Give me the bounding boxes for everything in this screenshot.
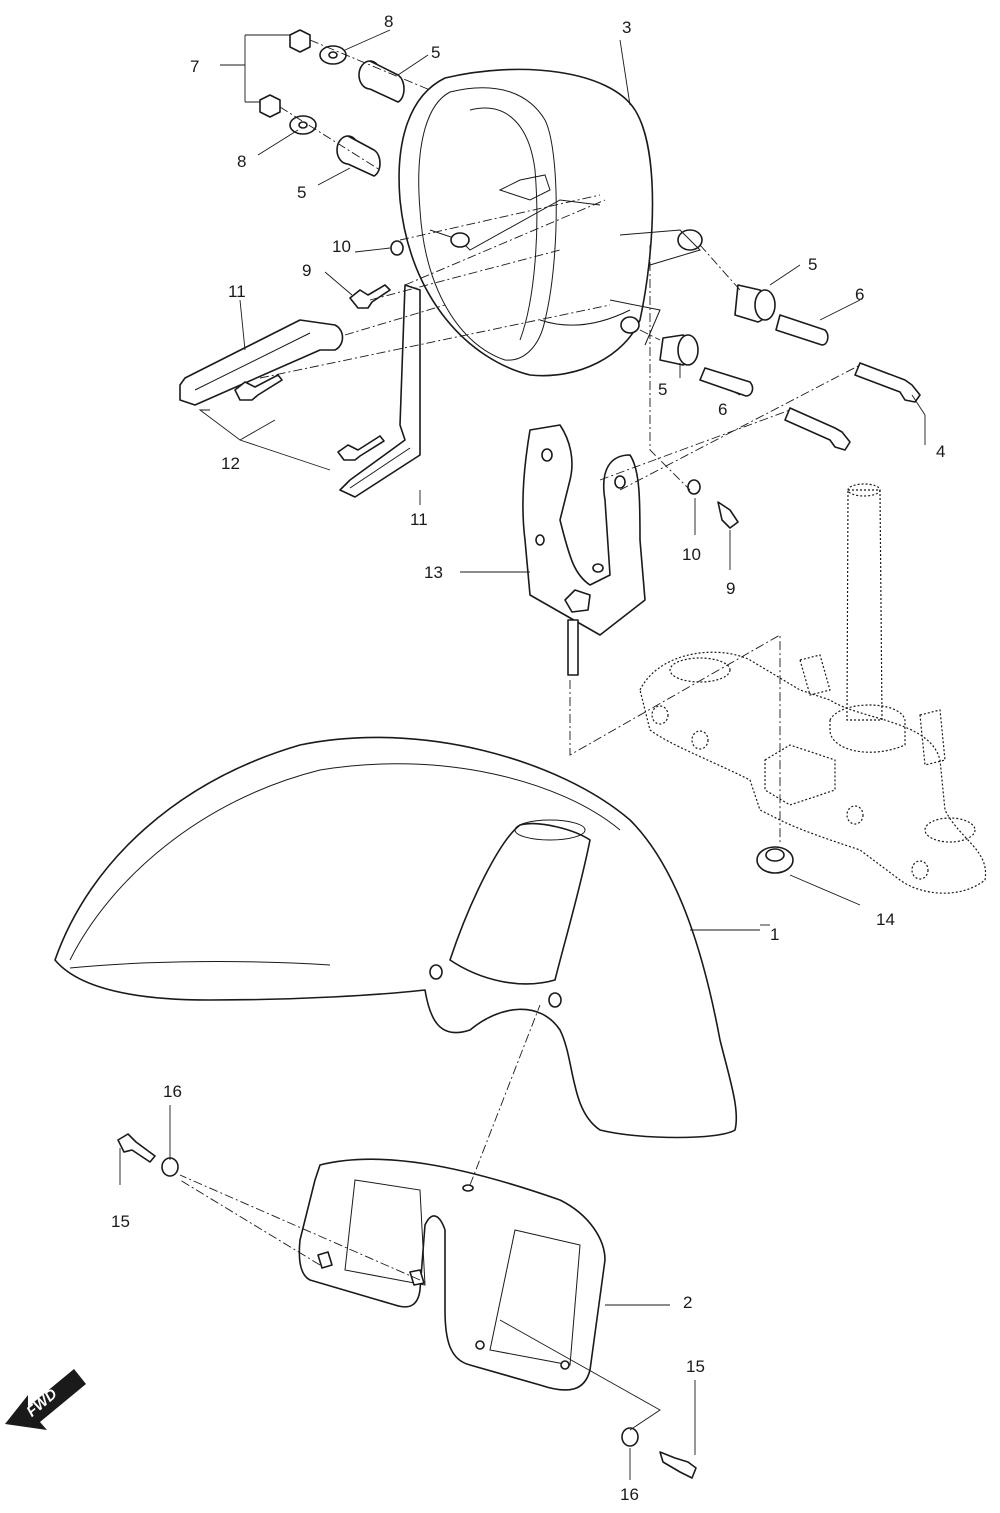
label-2: 2 <box>683 1293 692 1312</box>
flange-nut <box>756 846 794 874</box>
label-10-top: 10 <box>332 237 351 256</box>
label-5-lower: 5 <box>658 380 667 399</box>
headlight-housing <box>398 68 703 377</box>
label-8-bottom: 8 <box>237 152 246 171</box>
label-12: 12 <box>221 454 240 473</box>
label-3: 3 <box>622 18 631 37</box>
label-6-lower: 6 <box>718 400 727 419</box>
label-15-left: 15 <box>111 1212 130 1231</box>
label-11-bottom: 11 <box>410 510 428 529</box>
label-10-bottom: 10 <box>682 545 701 564</box>
label-9-top: 9 <box>302 261 311 280</box>
label-16-bottom: 16 <box>620 1485 639 1504</box>
fwd-direction-arrow: FWD <box>5 1369 86 1430</box>
front-fender <box>54 736 738 1139</box>
hardware <box>117 29 921 1479</box>
label-8-top: 8 <box>384 12 393 31</box>
label-5-top: 5 <box>431 43 440 62</box>
assembly-lines <box>179 39 861 1281</box>
label-4: 4 <box>936 442 945 461</box>
label-1: 1 <box>770 925 779 944</box>
label-6-right: 6 <box>855 285 864 304</box>
label-7: 7 <box>190 57 199 76</box>
leader-lines <box>119 29 926 1480</box>
headlight-mount-bracket <box>522 424 646 676</box>
label-9-bottom: 9 <box>726 579 735 598</box>
steering-stem-triple-clamp <box>639 483 987 894</box>
label-14: 14 <box>876 910 895 929</box>
fender-bracket <box>298 1158 606 1391</box>
label-11-top: 11 <box>228 282 246 301</box>
label-15-bottom: 15 <box>686 1357 705 1376</box>
label-5-right: 5 <box>808 255 817 274</box>
part-labels: 3 8 5 7 8 5 10 9 5 6 11 5 6 4 12 11 10 1… <box>111 12 945 1504</box>
label-16-top: 16 <box>163 1082 182 1101</box>
label-5-mid: 5 <box>297 183 306 202</box>
label-13: 13 <box>424 563 443 582</box>
